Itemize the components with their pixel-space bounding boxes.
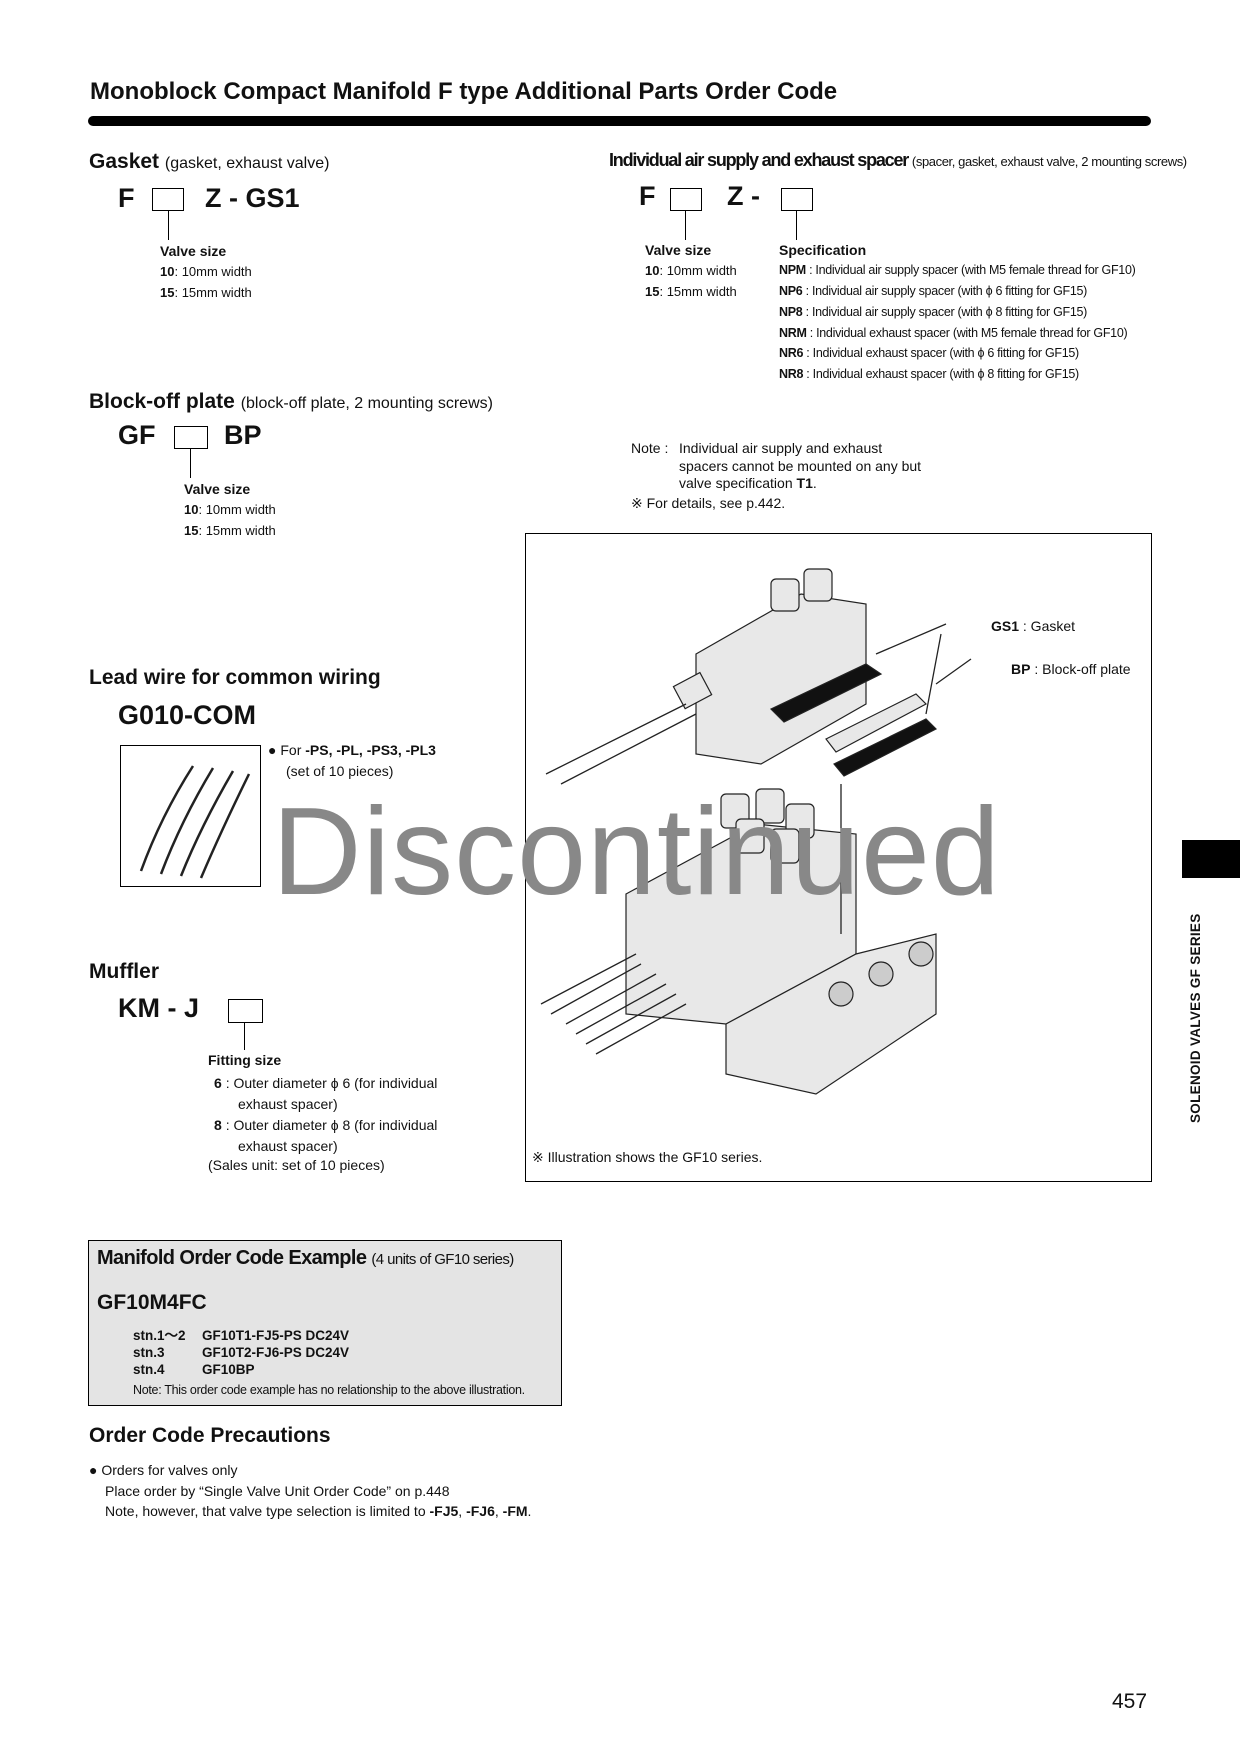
valve-size-label: Valve size xyxy=(160,243,227,259)
size-item: 10: 10mm width xyxy=(184,502,276,517)
gs1-callout: GS1 : Gasket xyxy=(991,618,1076,634)
blockoff-size-box xyxy=(174,426,208,449)
section-tab xyxy=(1182,840,1240,878)
muffler-heading: Muffler xyxy=(89,960,159,983)
page-title: Monoblock Compact Manifold F type Additi… xyxy=(90,78,838,105)
bp-callout: BP : Block-off plate xyxy=(1011,661,1131,677)
note-line: valve specification T1. xyxy=(679,475,817,491)
spacer-code-prefix: F xyxy=(639,181,656,211)
precautions-body: ● Orders for valves only Place order by … xyxy=(89,1460,531,1522)
manifold-illustration xyxy=(540,568,972,1095)
spacer-size-box xyxy=(670,188,702,211)
size-item: 10: 10mm width xyxy=(160,264,252,279)
size-item: 15: 15mm width xyxy=(645,284,737,299)
precaution-line: Place order by “Single Valve Unit Order … xyxy=(105,1482,450,1499)
spec-item: NPM : Individual air supply spacer (with… xyxy=(779,263,1136,277)
gasket-code-suffix: Z - GS1 xyxy=(205,183,300,213)
page-number: 457 xyxy=(1112,1690,1148,1713)
fitting-size-label: Fitting size xyxy=(208,1052,282,1068)
lead-wire-icon xyxy=(139,765,251,879)
spacer-code-mid: Z - xyxy=(727,181,760,211)
spec-item: NRM : Individual exhaust spacer (with M5… xyxy=(779,326,1128,340)
title-rule xyxy=(88,116,1151,126)
leader-line xyxy=(685,210,686,240)
details-reference: ※ For details, see p.442. xyxy=(631,495,786,511)
sales-unit: (Sales unit: set of 10 pieces) xyxy=(208,1157,385,1173)
gasket xyxy=(769,663,883,723)
gasket-heading: Gasket (gasket, exhaust valve) xyxy=(89,150,329,174)
spacer-spec-box xyxy=(781,188,813,211)
leadwire-applicability: ● For -PS, -PL, -PS3, -PL3 xyxy=(268,742,436,758)
spacer-title: Individual air supply and exhaust spacer xyxy=(609,150,909,170)
valve-size-label: Valve size xyxy=(184,481,251,497)
gasket-title: Gasket xyxy=(89,150,160,173)
size-item: 15: 15mm width xyxy=(184,523,276,538)
example-code: GF10M4FC xyxy=(97,1291,207,1314)
fitting xyxy=(770,578,800,612)
precaution-bullet: ● Orders for valves only xyxy=(89,1462,238,1478)
spec-item: NP8 : Individual air supply spacer (with… xyxy=(779,305,1088,319)
specification-label: Specification xyxy=(779,242,867,258)
leadwire-code: G010-COM xyxy=(118,700,257,730)
discontinued-watermark: Discontinued xyxy=(272,783,1001,921)
note-label: Note : xyxy=(631,440,669,456)
connector xyxy=(672,671,713,710)
illustration-caption: ※ Illustration shows the GF10 series. xyxy=(532,1149,763,1165)
leader-line xyxy=(244,1022,245,1050)
blockoff-subtitle: (block-off plate, 2 mounting screws) xyxy=(240,395,493,412)
spacer-subtitle: (spacer, gasket, exhaust valve, 2 mounti… xyxy=(911,154,1187,169)
blockoff-code-prefix: GF xyxy=(118,420,156,450)
muffler-code: KM - J xyxy=(118,993,199,1023)
precautions-heading: Order Code Precautions xyxy=(89,1424,331,1447)
blockoff-code-suffix: BP xyxy=(224,420,262,450)
leadwire-heading: Lead wire for common wiring xyxy=(89,666,381,689)
blockoff-title: Block-off plate xyxy=(89,390,235,413)
gasket xyxy=(833,718,938,777)
valve-size-label: Valve size xyxy=(645,242,712,258)
spacer-heading: Individual air supply and exhaust spacer… xyxy=(609,150,1187,171)
blockoff-heading: Block-off plate (block-off plate, 2 moun… xyxy=(89,390,493,414)
spec-item: NR6 : Individual exhaust spacer (with ϕ … xyxy=(779,346,1079,360)
leader-line xyxy=(796,210,797,240)
example-heading: Manifold Order Code Example (4 units of … xyxy=(97,1247,514,1269)
leader-line xyxy=(190,448,191,478)
leadwire-set: (set of 10 pieces) xyxy=(286,763,394,779)
note-line: spacers cannot be mounted on any but xyxy=(679,457,922,474)
size-item: 10: 10mm width xyxy=(645,263,737,278)
gasket-code-prefix: F xyxy=(118,183,135,213)
spacer-note: Note : Individual air supply and exhaust… xyxy=(631,440,921,511)
gasket-subtitle: (gasket, exhaust valve) xyxy=(164,155,330,172)
size-item: 15: 15mm width xyxy=(160,285,252,300)
note-line: Individual air supply and exhaust xyxy=(679,440,883,456)
illustration-frame: GS1 : Gasket BP : Block-off plate ※ Illu… xyxy=(525,533,1152,1182)
block-off-plate xyxy=(825,693,927,753)
muffler-size-box xyxy=(228,999,263,1023)
order-code-example-box: Manifold Order Code Example (4 units of … xyxy=(88,1240,562,1406)
fitting xyxy=(803,568,833,602)
valve-body xyxy=(695,593,867,765)
lead-wire-image xyxy=(120,745,261,887)
spec-item: NP6 : Individual air supply spacer (with… xyxy=(779,284,1088,298)
side-tab-label: SOLENOID VALVES GF SERIES xyxy=(1188,913,1203,1123)
precaution-line: Note, however, that valve type selection… xyxy=(105,1503,532,1519)
spec-item: NR8 : Individual exhaust spacer (with ϕ … xyxy=(779,367,1079,381)
leader-line xyxy=(168,210,169,240)
example-note: Note: This order code example has no rel… xyxy=(133,1383,525,1397)
gasket-size-box xyxy=(152,188,184,211)
